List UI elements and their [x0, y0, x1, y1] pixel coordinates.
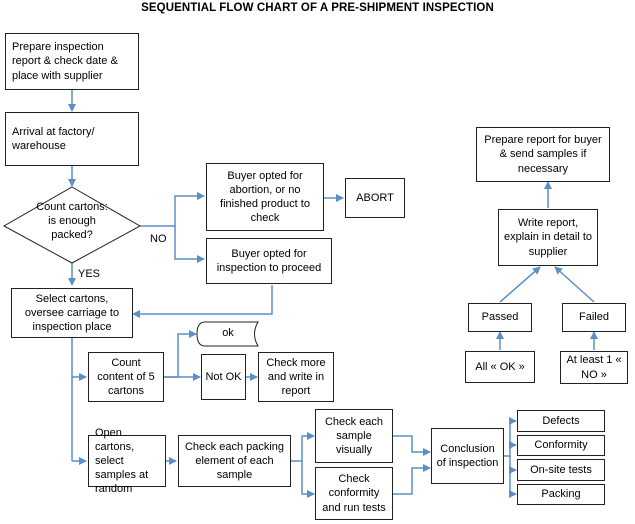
- chart-title: SEQUENTIAL FLOW CHART OF A PRE-SHIPMENT …: [141, 2, 494, 14]
- conclusion-box: Conclusion of inspection: [431, 428, 504, 484]
- arrow-packing-to-conformity: [301, 461, 315, 498]
- all-ok-box: All « OK »: [465, 351, 535, 383]
- ok-storage-shape: [196, 321, 259, 347]
- failed-box: Failed: [562, 303, 626, 332]
- select-cartons-box: Select cartons, oversee carriage to insp…: [11, 288, 133, 338]
- count-content-box: Count content of 5 cartons: [88, 352, 164, 402]
- conformity-box: Conformity: [517, 435, 605, 456]
- arrow-count-to-ok: [164, 330, 197, 378]
- prepare-buyer-report-box: Prepare report for buyer & send samples …: [476, 127, 610, 182]
- arrow-decision-no-to-abortion: [140, 192, 205, 227]
- abort-box: ABORT: [345, 178, 405, 218]
- defects-box: Defects: [517, 410, 605, 432]
- yes-label: YES: [78, 268, 101, 280]
- open-cartons-box: Open cartons, select samples at random: [88, 427, 166, 495]
- arrow-proceed-to-select: [132, 285, 273, 318]
- arrow-conformity-to-conclusion: [393, 464, 431, 495]
- arrow-visually-to-conclusion: [393, 435, 431, 456]
- write-report-box: Write report, explain in detail to suppl…: [498, 209, 598, 266]
- check-packing-box: Check each packing element of each sampl…: [178, 435, 291, 487]
- onsite-tests-box: On-site tests: [517, 459, 605, 481]
- no-label: NO: [150, 233, 167, 245]
- arrow-decision-no-to-proceed: [174, 226, 205, 263]
- arrow-passed-to-write: [499, 266, 541, 303]
- count-cartons-decision-label: Count cartons: is enough packed?: [36, 201, 108, 242]
- arrow-packing-to-visually: [291, 432, 315, 462]
- check-visually-box: Check each sample visually: [315, 409, 393, 463]
- passed-box: Passed: [468, 303, 532, 332]
- arrival-box: Arrival at factory/ warehouse: [5, 112, 139, 166]
- check-more-box: Check more and write in report: [258, 352, 334, 402]
- arrow-failed-to-write: [554, 266, 595, 303]
- packing-box: Packing: [517, 484, 605, 505]
- not-ok-box: Not OK: [201, 354, 246, 400]
- at-least-one-no-box: At least 1 « NO »: [560, 351, 628, 384]
- check-conformity-box: Check conformity and run tests: [315, 467, 393, 520]
- prepare-inspection-report-box: Prepare inspection report & check date &…: [5, 33, 139, 90]
- decision-diamond: [2, 186, 142, 264]
- proceed-option-box: Buyer opted for inspection to proceed: [206, 238, 332, 284]
- abortion-option-box: Buyer opted for abortion, or no finished…: [206, 163, 324, 231]
- ok-storage-label: ok: [222, 327, 234, 339]
